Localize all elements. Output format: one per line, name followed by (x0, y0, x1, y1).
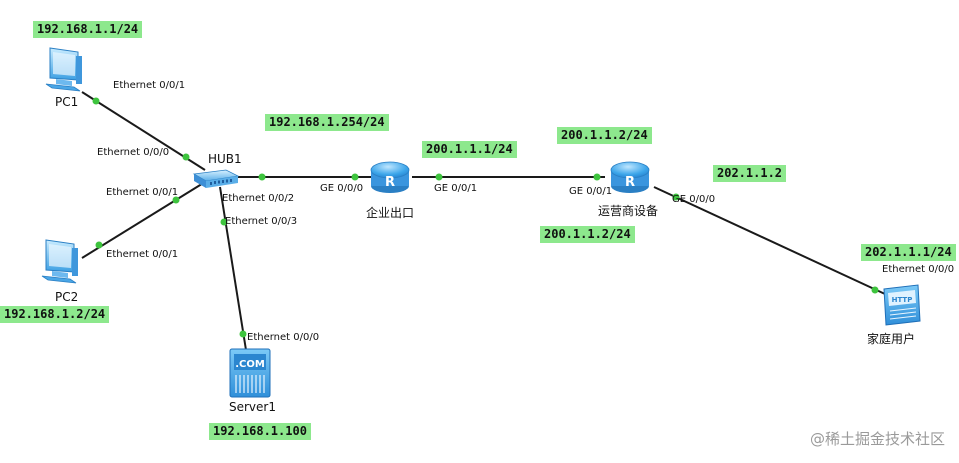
ip-label-gateway: 192.168.1.254/24 (265, 114, 389, 131)
port-label: Ethernet 0/0/2 (222, 193, 295, 204)
ip-label-enterprise-wan: 200.1.1.1/24 (422, 141, 517, 158)
port-dots (92, 97, 879, 338)
port-dot (172, 196, 180, 204)
port-label: Ethernet 0/0/3 (225, 216, 298, 227)
ip-label-isp-wan-bottom: 200.1.1.2/24 (540, 226, 635, 243)
port-dot (239, 330, 247, 338)
port-dot (95, 241, 103, 249)
port-label: Ethernet 0/0/1 (113, 80, 186, 91)
link-hub-server (219, 186, 247, 351)
device-label-enterprise-router: 企业出口 (366, 206, 415, 220)
device-label-hub1: HUB1 (208, 152, 242, 166)
ip-label-isp-lan: 202.1.1.2 (713, 165, 787, 182)
enterprise-router-icon[interactable]: R (370, 161, 410, 193)
ip-label-pc2: 192.168.1.2/24 (0, 306, 110, 323)
links (81, 91, 886, 351)
port-label: GE 0/0/0 (672, 194, 716, 205)
device-label-server1: Server1 (229, 400, 276, 414)
port-label: GE 0/0/1 (569, 186, 613, 197)
device-label-home-user: 家庭用户 (867, 332, 916, 346)
home-screen-text: HTTP (892, 296, 913, 304)
port-dot (258, 173, 266, 181)
port-dot (871, 286, 879, 294)
device-label-pc2: PC2 (55, 290, 79, 304)
router-glyph: R (385, 175, 395, 190)
port-dot (182, 153, 190, 161)
ip-label-isp-wan-top: 200.1.1.2/24 (557, 127, 652, 144)
device-label-pc1: PC1 (55, 95, 79, 109)
pc2-icon[interactable] (41, 239, 78, 284)
port-label: GE 0/0/1 (434, 183, 478, 194)
port-dot (92, 97, 100, 105)
port-dot (351, 173, 359, 181)
port-label: Ethernet 0/0/0 (247, 332, 320, 343)
router-glyph: R (625, 175, 635, 190)
home-user-icon[interactable]: HTTP (883, 284, 921, 326)
pc1-icon[interactable] (45, 47, 82, 92)
port-dot (593, 173, 601, 181)
port-label: GE 0/0/0 (320, 183, 364, 194)
ip-label-home: 202.1.1.1/24 (861, 244, 956, 261)
ip-label-server: 192.168.1.100 (209, 423, 311, 440)
port-dot (672, 193, 680, 201)
link-pc2-hub (81, 181, 206, 259)
port-dot (435, 173, 443, 181)
port-dot (220, 218, 228, 226)
port-label: Ethernet 0/0/1 (106, 187, 179, 198)
hub-icon[interactable] (192, 169, 240, 188)
port-label: Ethernet 0/0/0 (97, 147, 170, 158)
watermark: @稀土掘金技术社区 (809, 430, 945, 448)
port-label: Ethernet 0/0/0 (882, 264, 955, 275)
server-icon[interactable]: .COM (229, 348, 271, 398)
isp-router-icon[interactable]: R (610, 161, 650, 193)
ip-label-pc1: 192.168.1.1/24 (33, 21, 143, 38)
port-label: Ethernet 0/0/1 (106, 249, 179, 260)
link-isp-home (653, 186, 886, 295)
server-screen-text: .COM (235, 359, 265, 370)
device-label-isp-router: 运营商设备 (598, 204, 659, 218)
